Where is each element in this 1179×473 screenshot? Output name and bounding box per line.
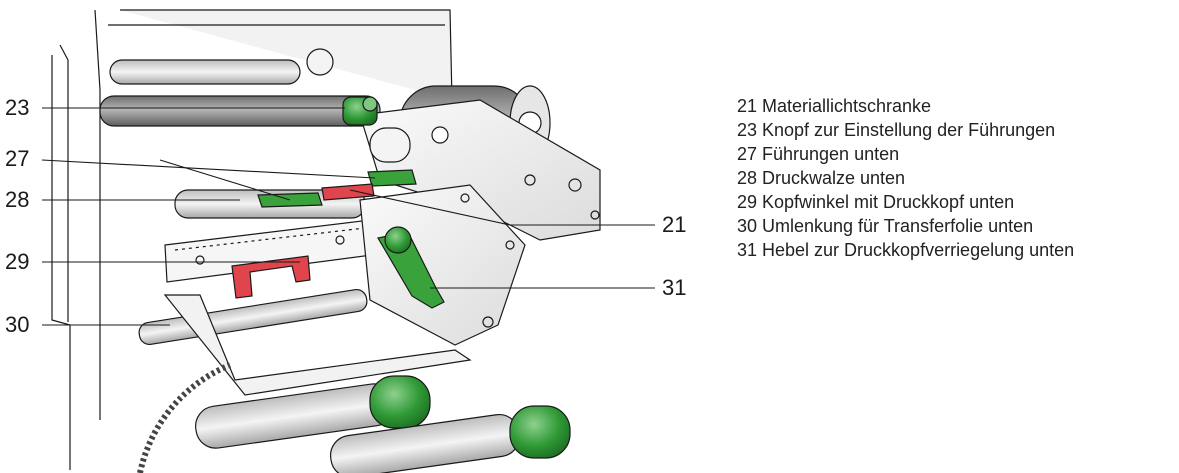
printer-mechanism-illustration — [41, 9, 655, 473]
small-roller — [369, 127, 411, 163]
legend-item: 21 Materiallichtschranke — [737, 96, 1167, 117]
mechanism-artwork — [51, 9, 601, 473]
material-sensor-21 — [321, 183, 375, 201]
legend-text: Kopfwinkel mit Druckkopf unten — [762, 192, 1015, 212]
legend-item: 27 Führungen unten — [737, 144, 1167, 165]
leader-27-left — [159, 159, 291, 201]
lever-pivot — [384, 226, 412, 254]
legend-item: 23 Knopf zur Einstellung der Führungen — [737, 120, 1167, 141]
legend-number: 30 — [737, 216, 758, 236]
print-head-bracket-29 — [164, 219, 373, 283]
callout-31: 31 — [662, 275, 687, 300]
callout-23: 23 — [5, 95, 30, 120]
legend-number: 23 — [737, 120, 758, 140]
lower-knob-right — [509, 405, 571, 459]
legend-number: 28 — [737, 168, 758, 188]
dark-roller-top — [99, 95, 381, 127]
red-guide-parts — [231, 255, 311, 299]
callout-27: 27 — [5, 146, 30, 171]
plate-hole — [524, 174, 536, 186]
leader-27-right — [41, 159, 376, 179]
plate-hole — [568, 178, 582, 192]
legend-text: Umlenkung für Transferfolie unten — [762, 216, 1034, 236]
side-plate-upper — [359, 99, 601, 241]
legend-item: 31 Hebel zur Druckkopfverriegelung unten — [737, 240, 1167, 261]
upper-frame-top — [120, 9, 453, 101]
callout-28: 28 — [5, 187, 30, 212]
left-frame-edge — [51, 55, 71, 470]
plate-hole — [505, 240, 515, 250]
plate-hole — [460, 193, 470, 203]
legend-text: Materiallichtschranke — [762, 96, 932, 116]
legend-text: Knopf zur Einstellung der Führungen — [762, 120, 1056, 140]
legend-text: Druckwalze unten — [762, 168, 906, 188]
upper-roller — [109, 59, 301, 85]
plate-hole — [431, 126, 449, 144]
leader-lines — [41, 107, 655, 326]
lower-knob-left — [369, 375, 431, 429]
knob-cap — [362, 96, 378, 112]
callout-30: 30 — [5, 312, 30, 337]
legend-text: Führungen unten — [762, 144, 900, 164]
legend-item: 29 Kopfwinkel mit Druckkopf unten — [737, 192, 1167, 213]
legend-text: Hebel zur Druckkopfverriegelung unten — [762, 240, 1075, 260]
legend-item: 30 Umlenkung für Transferfolie unten — [737, 216, 1167, 237]
left-frame-inner — [59, 44, 69, 322]
leader-21-b — [349, 189, 511, 226]
legend-number: 27 — [737, 144, 758, 164]
legend-number: 21 — [737, 96, 758, 116]
legend-item: 28 Druckwalze unten — [737, 168, 1167, 189]
legend: 21 Materiallichtschranke 23 Knopf zur Ei… — [737, 96, 1167, 264]
guide-right-27 — [367, 169, 417, 187]
upper-frame-left — [94, 9, 101, 420]
plate-hole — [590, 210, 600, 220]
callout-29: 29 — [5, 249, 30, 274]
lower-bracket — [163, 294, 472, 396]
legend-number: 31 — [737, 240, 758, 260]
bracket-screw — [335, 235, 345, 245]
gear-wheel — [137, 362, 232, 473]
bracket-screw — [195, 255, 205, 265]
plate-hole — [482, 316, 494, 328]
upper-roller-bearing — [306, 48, 334, 76]
side-plate-lower — [359, 184, 526, 346]
legend-number: 29 — [737, 192, 758, 212]
callout-21: 21 — [662, 212, 687, 237]
